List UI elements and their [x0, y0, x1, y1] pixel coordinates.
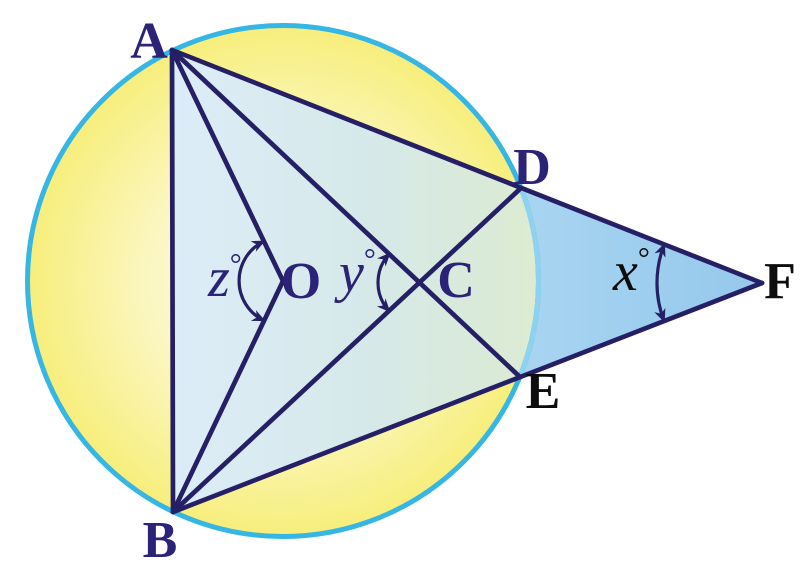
- label-point-b: B: [143, 512, 178, 569]
- angle-z-degree: °: [230, 248, 242, 281]
- label-point-e: E: [526, 363, 561, 420]
- angle-z-letter: z: [207, 247, 230, 309]
- label-angle-z: z°: [207, 247, 242, 309]
- inscribed-region-abf: [172, 50, 539, 512]
- angle-x-degree: °: [638, 242, 650, 275]
- label-point-o: O: [281, 253, 321, 310]
- angle-arc-group: [237, 239, 666, 323]
- label-point-f: F: [764, 253, 796, 310]
- angle-arc-y: [376, 252, 391, 313]
- chord-ab: [169, 47, 176, 515]
- label-point-a: A: [130, 13, 168, 70]
- label-point-c: C: [437, 252, 475, 309]
- chord-bd: [170, 185, 524, 515]
- chord-ae: [169, 47, 523, 380]
- arc-segment-de: [517, 187, 541, 379]
- angle-y-degree: °: [364, 243, 376, 276]
- label-angle-x: x°: [612, 241, 650, 303]
- angle-arc-x: [654, 242, 666, 323]
- angle-x-letter: x: [612, 241, 638, 303]
- label-point-d: D: [513, 139, 551, 196]
- angle-arc-z: [237, 239, 266, 323]
- angle-y-letter: y: [334, 242, 364, 304]
- radii-oa-ob: [169, 47, 286, 515]
- external-triangle-def: [520, 188, 762, 377]
- label-angle-y: y°: [334, 242, 376, 304]
